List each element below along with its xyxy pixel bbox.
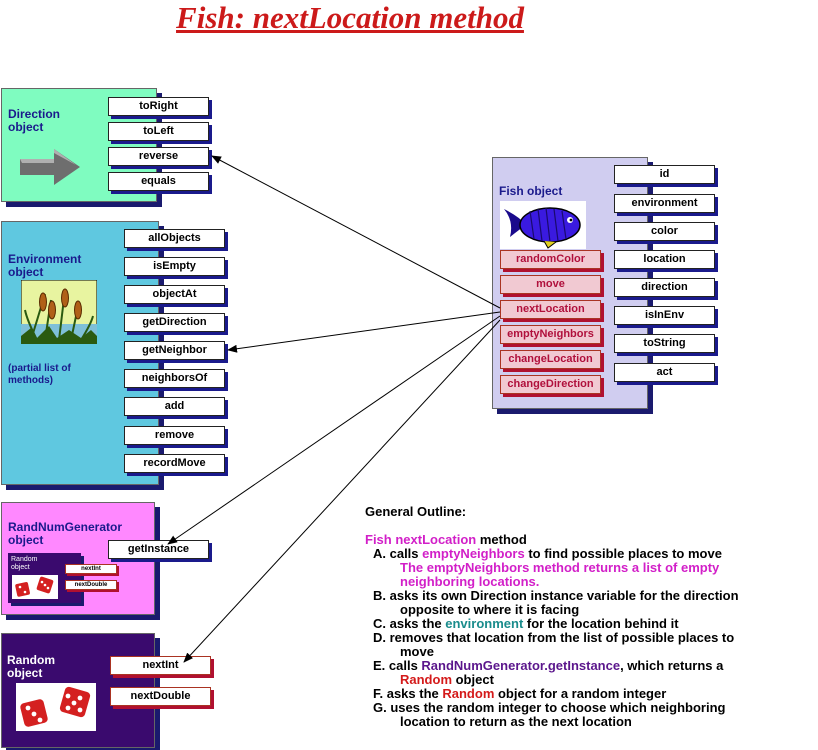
environment-method-neighborsOf: neighborsOf: [124, 369, 225, 388]
direction-method-toLeft: toLeft: [108, 122, 209, 141]
environment-method-objectAt: objectAt: [124, 285, 225, 304]
environment-method-getNeighbor: getNeighbor: [124, 341, 225, 360]
outline-step-d2: move: [400, 644, 434, 659]
fish-method-color: color: [614, 222, 715, 241]
fish-method-act: act: [614, 363, 715, 382]
outline-heading: General Outline:: [365, 504, 467, 519]
outline-step-a-note2: neighboring locations.: [400, 574, 540, 589]
fish-method-environment: environment: [614, 194, 715, 213]
outline-step-e2: Random object: [400, 672, 494, 687]
fish-private-method-emptyNeighbors: emptyNeighbors: [500, 325, 601, 344]
randgen-inner-label: Random object: [11, 556, 38, 571]
fish-private-method-move: move: [500, 275, 601, 294]
outline-step-g1: G. uses the random integer to choose whi…: [373, 700, 726, 715]
environment-object-label: Environment object: [8, 252, 82, 279]
environment-method-recordMove: recordMove: [124, 454, 225, 473]
arrow-to-getNeighbor: [227, 311, 501, 353]
outline-step-c: C. asks the environment for the location…: [373, 616, 679, 631]
outline-step-d1: D. removes that location from the list o…: [373, 630, 735, 645]
environment-method-add: add: [124, 397, 225, 416]
dice-icon: [16, 683, 96, 731]
general-outline: General Outline: Fish nextLocation metho…: [365, 505, 810, 729]
fish-private-method-nextLocation: nextLocation: [500, 300, 601, 319]
outline-step-g2: location to return as the next location: [400, 714, 632, 729]
randgen-object-label: RandNumGenerator object: [8, 520, 123, 547]
direction-method-reverse: reverse: [108, 147, 209, 166]
outline-intro: Fish nextLocation method: [365, 532, 527, 547]
cattail-icon: [21, 280, 97, 344]
fish-method-toString: toString: [614, 334, 715, 353]
gray-arrow-icon: [20, 149, 80, 185]
direction-method-toRight: toRight: [108, 97, 209, 116]
environment-method-remove: remove: [124, 426, 225, 445]
page-title: Fish: nextLocation method: [176, 0, 524, 35]
environment-method-isEmpty: isEmpty: [124, 257, 225, 276]
environment-method-allObjects: allObjects: [124, 229, 225, 248]
arrow-to-getInstance: [167, 315, 501, 545]
randgen-inner-random-panel: Random object: [8, 553, 81, 603]
fish-private-method-randomColor: randomColor: [500, 250, 601, 269]
arrow-to-reverse: [211, 155, 501, 309]
outline-step-a-note1: The emptyNeighbors method returns a list…: [400, 560, 720, 575]
outline-step-e: E. calls RandNumGenerator.getInstance, w…: [373, 658, 724, 673]
environment-note: (partial list of methods): [8, 363, 71, 386]
direction-method-equals: equals: [108, 172, 209, 191]
random-method-nextDouble: nextDouble: [110, 687, 211, 706]
fish-private-method-changeDirection: changeDirection: [500, 375, 601, 394]
direction-object-label: Direction object: [8, 107, 61, 134]
randgen-method-getInstance: getInstance: [108, 540, 209, 559]
environment-method-getDirection: getDirection: [124, 313, 225, 332]
randgen-inner-method-nextDouble: nextDouble: [65, 580, 117, 590]
outline-step-a: A. calls emptyNeighbors to find possible…: [373, 546, 722, 561]
fish-method-location: location: [614, 250, 715, 269]
dice-icon: [12, 575, 58, 599]
fish-private-method-changeLocation: changeLocation: [500, 350, 601, 369]
fish-object-label: Fish object: [499, 184, 563, 198]
fish-method-isInEnv: isInEnv: [614, 306, 715, 325]
outline-step-f: F. asks the Random object for a random i…: [373, 686, 667, 701]
fish-icon: [500, 201, 586, 249]
fish-method-direction: direction: [614, 278, 715, 297]
random-object-label: Random object: [7, 653, 55, 680]
randgen-inner-method-nextInt: nextInt: [65, 564, 117, 574]
fish-method-id: id: [614, 165, 715, 184]
outline-step-b1: B. asks its own Direction instance varia…: [373, 588, 739, 603]
arrow-to-nextInt: [183, 319, 501, 663]
outline-step-b2: opposite to where it is facing: [400, 602, 580, 617]
